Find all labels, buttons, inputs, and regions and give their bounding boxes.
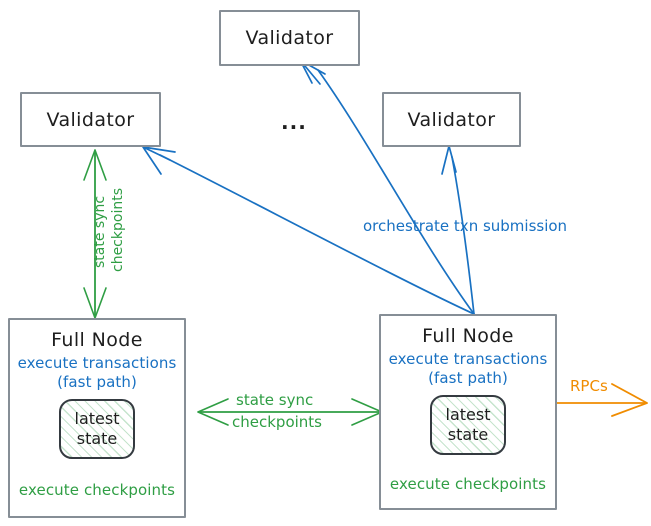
edge-orchestrate-to-validator-right (441, 145, 475, 315)
full-node-left-title: Full Node (51, 329, 143, 351)
full-node-left-state-line2: state (76, 428, 118, 448)
full-node-left-blue-line1: execute transactions (17, 354, 177, 372)
full-node-left-latest-state-box[interactable]: latest state (59, 398, 135, 459)
edge-state-sync-horizontal (197, 398, 383, 426)
edge-orchestrate-to-validator-left (142, 146, 475, 315)
full-node-left-green-text: execute checkpoints (18, 480, 176, 499)
full-node-right-state-line1: latest (445, 405, 491, 425)
full-node-right-latest-state-box[interactable]: latest state (430, 394, 506, 455)
validator-right-label: Validator (407, 108, 496, 131)
full-node-right-green-text: execute checkpoints (389, 474, 547, 493)
full-node-right-state-line2: state (447, 424, 489, 444)
validator-top-box[interactable]: Validator (219, 10, 360, 66)
edge-state-sync-vertical (83, 149, 107, 319)
orchestrate-txn-submission-label: orchestrate txn submission (363, 217, 568, 235)
full-node-right-title: Full Node (422, 325, 514, 347)
full-node-left-blue-line2: (fast path) (57, 372, 137, 391)
full-node-left-blue-text: execute transactions (fast path) (18, 354, 177, 392)
full-node-left-state-line1: latest (74, 409, 120, 429)
state-sync-vertical-label-line2: checkpoints (110, 188, 126, 272)
full-node-right-blue-text: execute transactions (fast path) (389, 350, 548, 388)
validator-top-label: Validator (245, 27, 334, 49)
state-sync-horizontal-label-line2: checkpoints (232, 413, 322, 431)
state-sync-horizontal-label-line1: state sync (236, 391, 314, 409)
full-node-right-blue-line1: execute transactions (388, 350, 548, 368)
full-node-right-box[interactable]: Full Node execute transactions (fast pat… (379, 314, 557, 510)
rpcs-label: RPCs (570, 377, 608, 395)
validator-left-label: Validator (46, 108, 135, 131)
state-sync-vertical-label-line1: state sync (92, 195, 108, 268)
ellipsis-more-validators: ... (281, 110, 307, 134)
full-node-right-blue-line2: (fast path) (428, 368, 508, 387)
full-node-left-box[interactable]: Full Node execute transactions (fast pat… (8, 318, 186, 518)
validator-right-box[interactable]: Validator (382, 92, 521, 147)
edge-rpcs (555, 383, 648, 417)
validator-left-box[interactable]: Validator (20, 92, 161, 147)
